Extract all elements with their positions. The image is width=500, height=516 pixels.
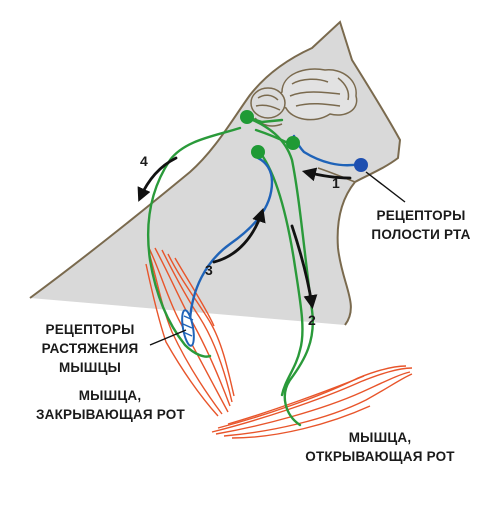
label-mouth-receptors: РЕЦЕПТОРЫ ПОЛОСТИ РТА	[362, 206, 480, 244]
stretch-receptor-spindle	[181, 309, 195, 347]
step-number-2: 2	[308, 312, 316, 328]
brain	[250, 68, 358, 127]
arrow-3	[212, 208, 266, 264]
opening-muscle	[211, 365, 413, 439]
pointer-stretch-receptors	[149, 329, 187, 346]
arrow-4	[137, 156, 178, 202]
label-closing-muscle-line2: ЗАКРЫВАЮЩАЯ РОТ	[36, 407, 185, 422]
arrow-1	[301, 167, 352, 182]
pointer-mouth-receptors	[365, 171, 406, 203]
label-mouth-receptors-line2: ПОЛОСТИ РТА	[371, 227, 471, 242]
label-stretch-receptors-line3: МЫШЦЫ	[58, 360, 122, 375]
mouth-receptor-neuron	[354, 158, 368, 172]
step-number-1: 1	[332, 175, 340, 191]
cat-outline	[29, 20, 402, 326]
neuron-green-mid	[251, 145, 265, 159]
label-closing-muscle-line1: МЫШЦА,	[78, 388, 142, 403]
label-stretch-receptors: РЕЦЕПТОРЫ РАСТЯЖЕНИЯ МЫШЦЫ	[30, 320, 150, 377]
label-opening-muscle: МЫШЦА, ОТКРЫВАЮЩАЯ РОТ	[300, 428, 460, 466]
label-stretch-receptors-line1: РЕЦЕПТОРЫ	[45, 322, 135, 337]
step-number-3: 3	[205, 262, 213, 278]
step-number-4: 4	[140, 153, 148, 169]
label-opening-muscle-line2: ОТКРЫВАЮЩАЯ РОТ	[305, 449, 455, 464]
label-stretch-receptors-line2: РАСТЯЖЕНИЯ	[41, 341, 139, 356]
label-mouth-receptors-line1: РЕЦЕПТОРЫ	[376, 208, 466, 223]
label-opening-muscle-line1: МЫШЦА,	[348, 430, 412, 445]
neuron-green-top	[240, 110, 254, 124]
pointer-lines	[149, 171, 406, 346]
label-closing-muscle: МЫШЦА, ЗАКРЫВАЮЩАЯ РОТ	[36, 386, 185, 424]
step-arrows	[137, 156, 352, 310]
cat-chin-line	[317, 167, 356, 183]
arrow-2	[290, 224, 318, 310]
neuron-green-right	[286, 136, 300, 150]
